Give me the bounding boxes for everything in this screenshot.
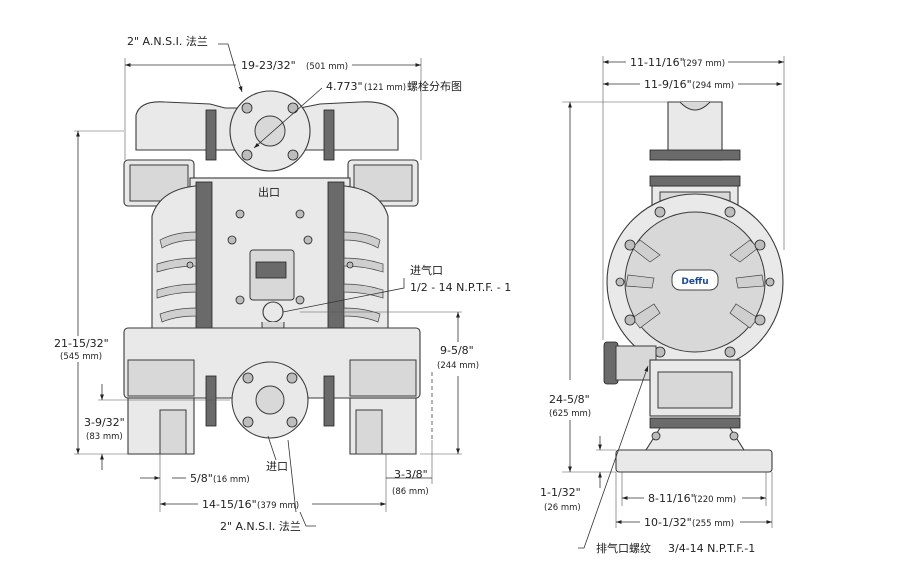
inlet-flange-label: 2" A.N.S.I. 法兰 — [220, 519, 301, 533]
air-inlet-port — [262, 301, 284, 323]
inlet-height-value: 3-9/32" — [84, 416, 125, 429]
chamber-depth-value: 11-9/16" — [644, 78, 692, 91]
base-height-value: 1-1/32" — [540, 486, 581, 499]
side-offset-metric: (86 mm) — [392, 487, 429, 497]
air-inlet-height-value: 9-5/8" — [440, 344, 474, 357]
overall-height-metric: (545 mm) — [60, 352, 102, 362]
bolt-circle-label: 螺栓分布图 — [407, 79, 462, 93]
outlet-flange-label: 2" A.N.S.I. 法兰 — [127, 34, 208, 48]
bolt-circle-metric: (121 mm) — [364, 83, 406, 93]
foot-width-metric: (16 mm) — [213, 475, 250, 485]
base-height-metric: (26 mm) — [544, 503, 581, 513]
overall-depth-metric: (297 mm) — [683, 59, 725, 69]
mount-width-metric: (379 mm) — [257, 501, 299, 511]
side-view: Deffu — [603, 101, 784, 473]
base-inner-value: 8-11/16" — [648, 492, 696, 505]
exhaust-label: 排气口螺纹 — [596, 541, 651, 555]
side-offset-value: 3-3/8" — [394, 468, 428, 481]
side-dimensions — [562, 56, 785, 549]
base-inner-metric: (220 mm) — [694, 495, 736, 505]
brand-badge — [671, 269, 719, 291]
air-inlet-height-metric: (244 mm) — [437, 361, 479, 371]
inlet-label: 进口 — [266, 460, 288, 473]
front-dimensions — [74, 43, 462, 527]
outlet-label: 出口 — [258, 185, 280, 199]
brand-logo-text: Deffu — [681, 277, 708, 287]
front-view — [123, 90, 421, 455]
chamber-depth-metric: (294 mm) — [692, 81, 734, 91]
mount-width-value: 14-15/16" — [202, 498, 257, 511]
overall-width-value: 19-23/32" — [241, 59, 296, 72]
air-inlet-thread: 1/2 - 14 N.P.T.F. - 1 — [410, 281, 511, 294]
overall-height-value: 21-15/32" — [54, 337, 109, 350]
base-outer-value: 10-1/32" — [644, 516, 692, 529]
overall-depth-value: 11-11/16" — [630, 56, 685, 69]
side-overall-height-metric: (625 mm) — [549, 409, 591, 419]
side-base — [615, 449, 773, 473]
inlet-height-metric: (83 mm) — [86, 432, 123, 442]
overall-width-metric: (501 mm) — [306, 62, 348, 72]
foot-width-value: 5/8" — [190, 472, 213, 485]
exhaust-thread: 3/4-14 N.P.T.F.-1 — [668, 542, 755, 555]
base-outer-metric: (255 mm) — [692, 519, 734, 529]
air-inlet-label: 进气口 — [410, 263, 443, 277]
side-overall-height-value: 24-5/8" — [549, 393, 590, 406]
bolt-circle-value: 4.773" — [326, 80, 363, 93]
